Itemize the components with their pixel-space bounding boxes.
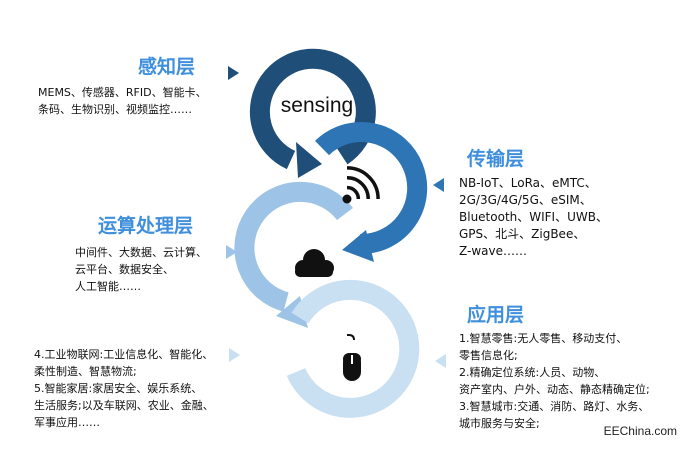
description-line: 3.智慧城市:交通、消防、路灯、水务、 bbox=[459, 400, 650, 413]
application-right-pointer-icon bbox=[435, 354, 446, 368]
description-line: 人工智能…… bbox=[75, 280, 141, 293]
cloud-icon bbox=[295, 249, 334, 277]
description-line: 军事应用…… bbox=[34, 416, 100, 429]
sensing-ring bbox=[249, 48, 376, 170]
description-line: MEMS、传感器、RFID、智能卡、 bbox=[38, 86, 207, 99]
processing-ring bbox=[234, 181, 353, 312]
processing-layer-title: 运算处理层 bbox=[98, 215, 194, 237]
transport-layer-description: NB-IoT、LoRa、eMTC、 2G/3G/4G/5G、eSIM、 Blueto… bbox=[459, 175, 608, 260]
description-line: 生活服务;以及车联网、农业、金融、 bbox=[34, 399, 214, 412]
transport-pointer-icon bbox=[433, 178, 444, 192]
mouse-icon bbox=[343, 334, 361, 381]
application-layer-description-left: 4.工业物联网:工业信息化、智能化、柔性制造、智慧物流; 5.智能家居:家居安全、… bbox=[34, 346, 214, 431]
processing-layer-description: 中间件、大数据、云计算、云平台、数据安全、人工智能…… bbox=[75, 244, 207, 295]
description-line: 1.智慧零售:无人零售、移动支付、 bbox=[459, 332, 628, 345]
description-line: 零售信息化; bbox=[459, 349, 518, 362]
application-layer-title: 应用层 bbox=[467, 304, 525, 326]
description-line: 2.精确定位系统:人员、动物、 bbox=[459, 366, 606, 379]
description-line: 资产室内、户外、动态、静态精确定位; bbox=[459, 383, 650, 396]
application-ring bbox=[286, 279, 420, 418]
description-line: 云平台、数据安全、 bbox=[75, 263, 174, 276]
sensing-center-label: sensing bbox=[281, 94, 353, 117]
sensing-ring-arrowhead bbox=[296, 142, 322, 178]
description-line: 5.智能家居:家居安全、娱乐系统、 bbox=[34, 382, 203, 395]
description-line: 城市服务与安全; bbox=[459, 417, 540, 430]
transport-ring bbox=[315, 122, 428, 255]
description-line: GPS、北斗、ZigBee、 bbox=[459, 227, 586, 241]
description-line: 4.工业物联网:工业信息化、智能化、 bbox=[34, 348, 214, 361]
description-line: Z-wave…… bbox=[459, 244, 527, 258]
sensing-layer-title: 感知层 bbox=[138, 56, 196, 78]
processing-pointer-icon bbox=[226, 245, 237, 259]
description-line: Bluetooth、WIFI、UWB、 bbox=[459, 210, 608, 224]
wifi-signal-icon bbox=[342, 166, 380, 204]
watermark: EEChina.com bbox=[603, 424, 677, 438]
sensing-pointer-icon bbox=[228, 66, 239, 80]
application-layer-description-right: 1.智慧零售:无人零售、移动支付、零售信息化; 2.精确定位系统:人员、动物、资产… bbox=[459, 330, 650, 432]
transport-layer-title: 传输层 bbox=[467, 148, 525, 170]
sensing-layer-description: MEMS、传感器、RFID、智能卡、条码、生物识别、视频监控…… bbox=[38, 84, 207, 118]
application-left-pointer-icon bbox=[229, 348, 240, 362]
description-line: 条码、生物识别、视频监控…… bbox=[38, 103, 192, 116]
description-line: 2G/3G/4G/5G、eSIM、 bbox=[459, 193, 592, 207]
description-line: 中间件、大数据、云计算、 bbox=[75, 246, 207, 259]
transport-ring-arrowhead bbox=[342, 230, 374, 262]
description-line: 柔性制造、智慧物流; bbox=[34, 365, 137, 378]
description-line: NB-IoT、LoRa、eMTC、 bbox=[459, 176, 597, 190]
